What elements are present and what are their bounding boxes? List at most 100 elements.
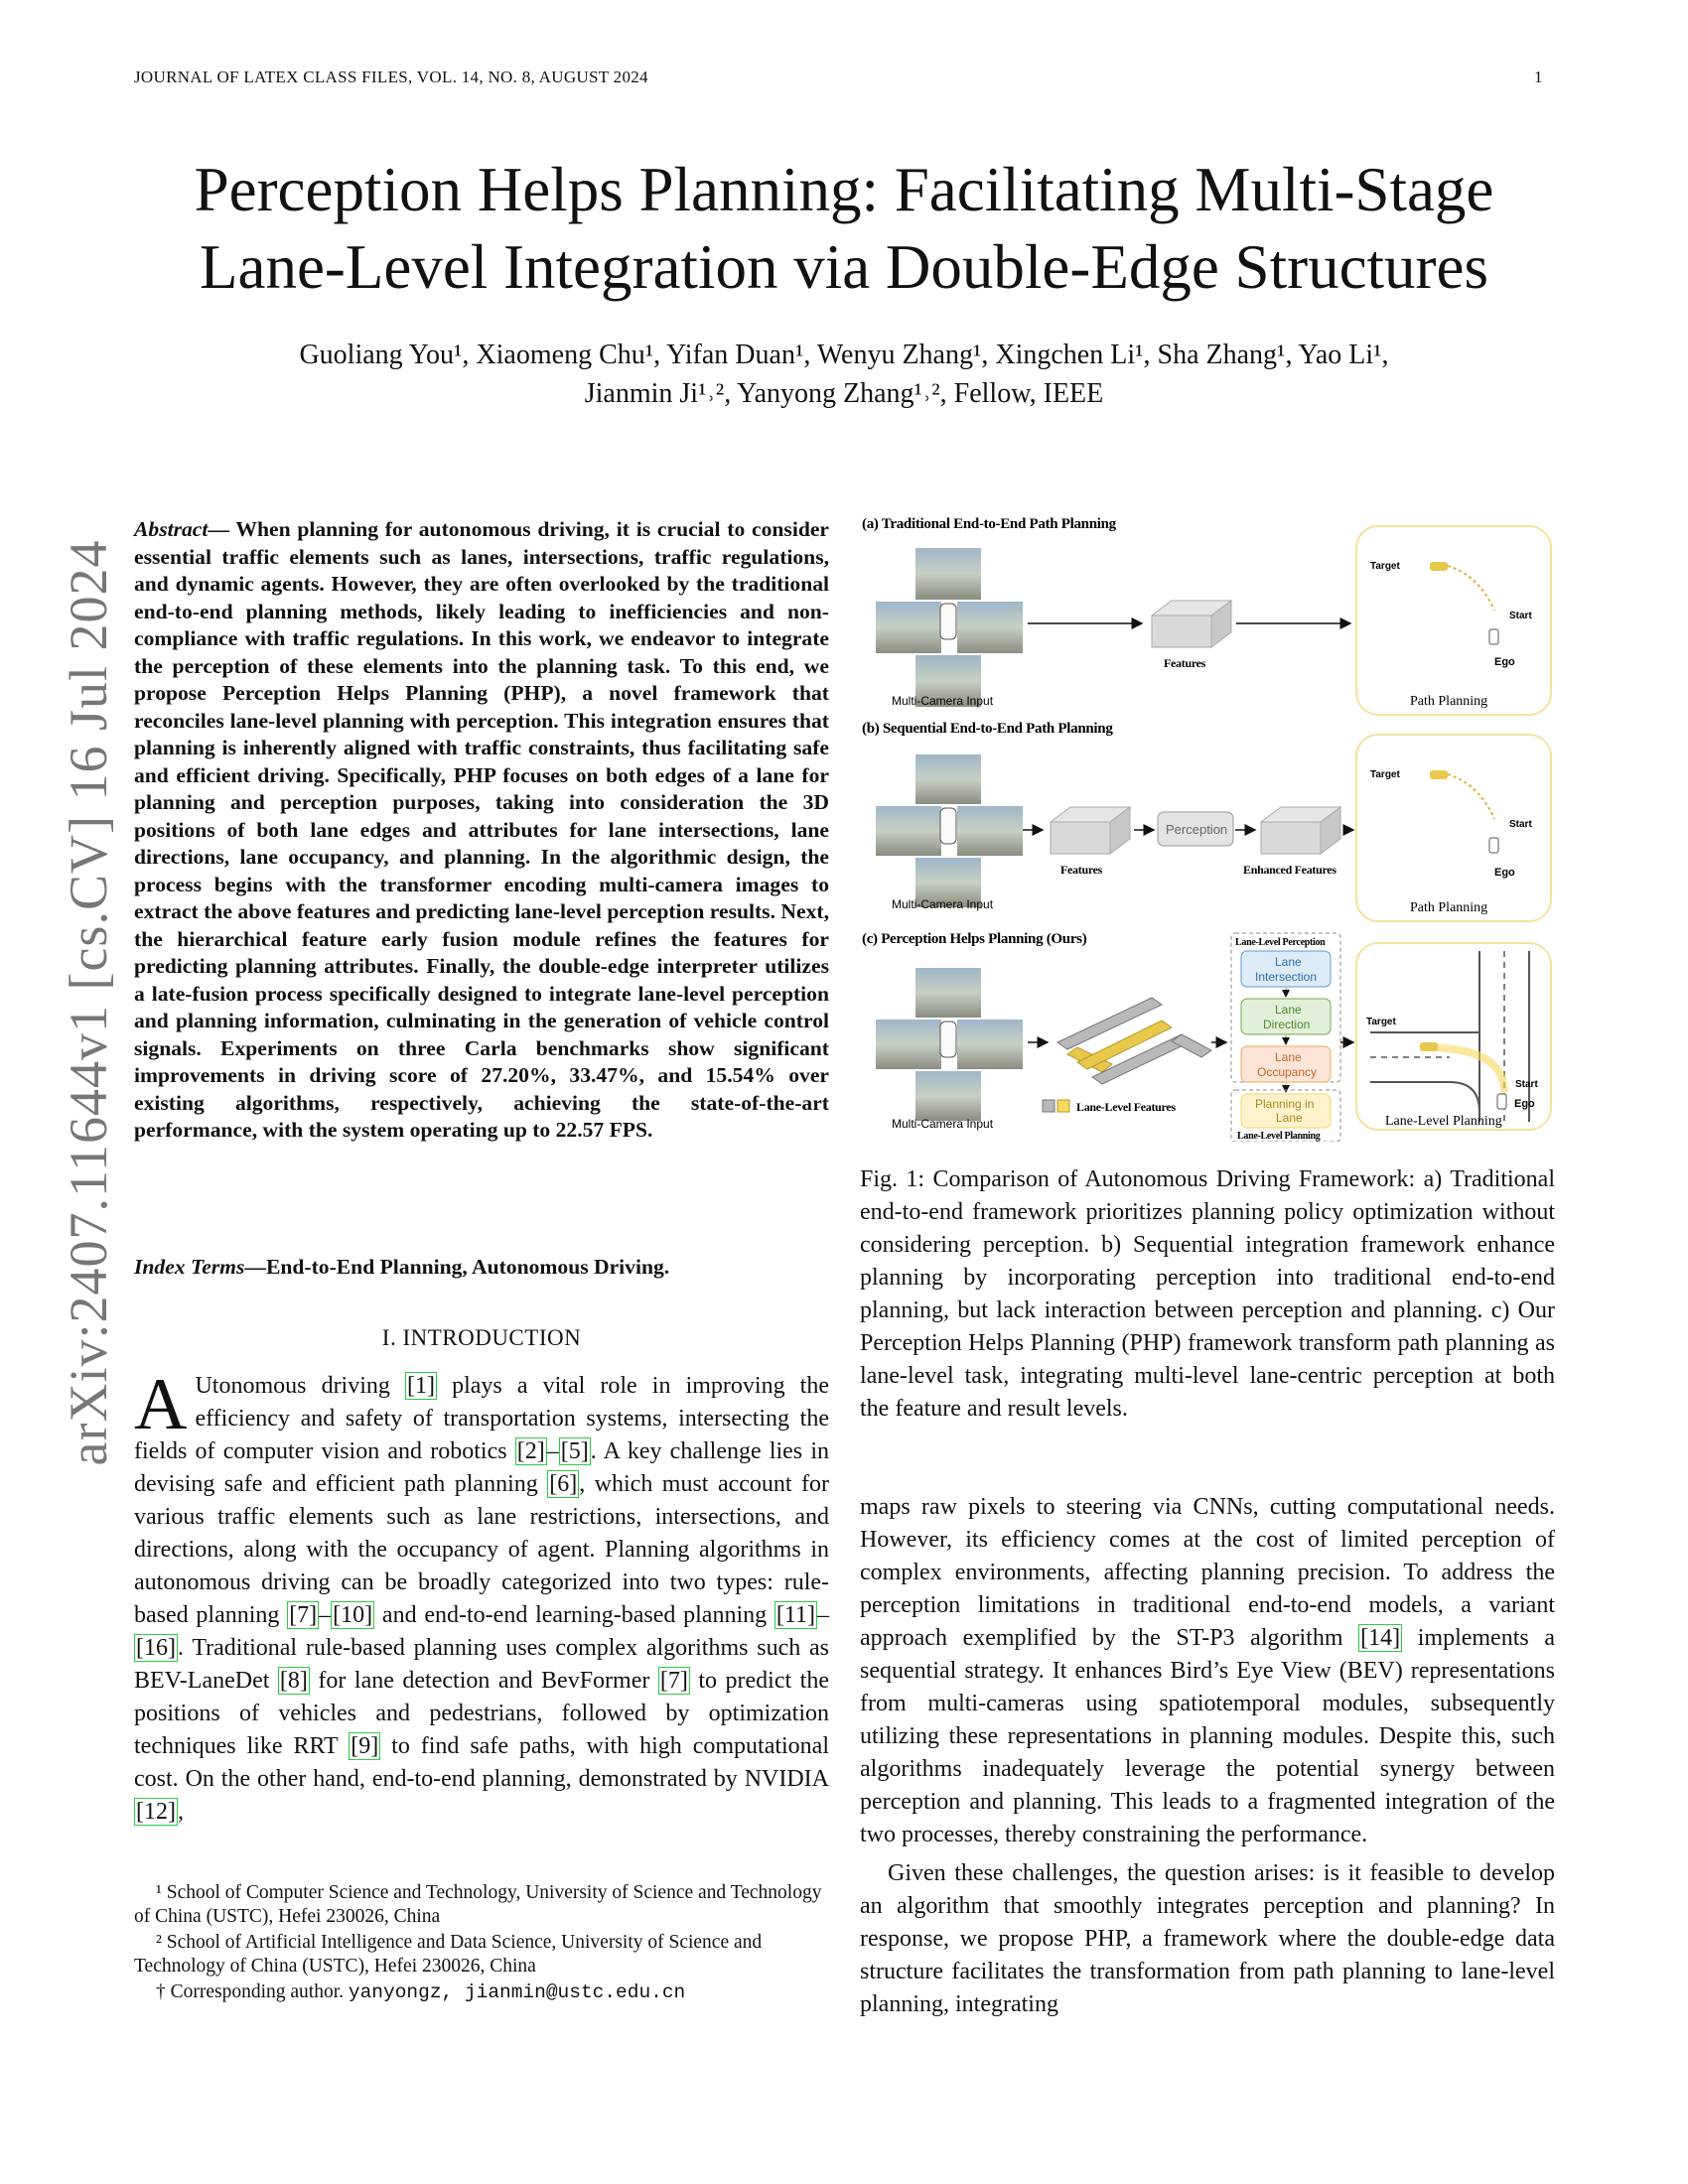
lane-level-planning-group [1230,1089,1341,1143]
citation-link[interactable]: [9] [349,1732,381,1760]
panel-a-title: (a) Traditional End-to-End Path Planning [862,516,1117,532]
multi-camera-label-c: Multi-Camera Input [892,1117,994,1131]
lane-level-feature-graphic [1056,997,1212,1085]
intro-text: – [817,1602,829,1628]
lane-level-planning-label: Lane-Level Planning [1385,1114,1502,1129]
camera-cross-c [876,968,1023,1121]
planning-in-lane-line1: Planning in [1255,1097,1314,1111]
right-paragraph-1: maps raw pixels to steering via CNNs, cu… [860,1491,1555,1851]
intro-text: , which must account for various traffic… [134,1471,830,1628]
citation-link[interactable]: [16] [134,1634,178,1662]
authors-line-1: Guoliang You¹, Xiaomeng Chu¹, Yifan Duan… [299,340,1389,370]
citation-link[interactable]: [12] [134,1798,178,1826]
planning-in-lane-box [1240,1093,1332,1129]
right-paragraph-2: Given these challenges, the question ari… [860,1860,1555,2017]
footnote-2: ² School of Artificial Intelligence and … [134,1932,763,1977]
lane-direction-line2: Direction [1263,1018,1310,1031]
drop-cap: A [134,1364,188,1445]
intro-text: for lane detection and BevFormer [309,1668,658,1694]
lane-level-features-label: Lane-Level Features [1076,1100,1176,1114]
citation-link[interactable]: [2] [514,1437,547,1465]
lane-occupancy-line2: Occupancy [1257,1065,1317,1079]
footnote-3: † Corresponding author. yanyongz, jianmi… [134,1980,829,2004]
feature-cube-b [1049,806,1132,855]
index-terms: Index Terms—End-to-End Planning, Autonom… [134,1253,829,1281]
citation-link[interactable]: [10] [331,1601,375,1629]
intro-text: – [319,1602,332,1628]
index-terms-lead: Index Terms [134,1255,245,1279]
right-text: maps raw pixels to steering via CNNs, cu… [860,1494,1555,1651]
feature-cube-a [1150,600,1233,648]
intro-text: . A key challenge lies in devising safe … [134,1438,830,1497]
lane-level-perception-title: Lane-Level Perception [1235,937,1326,948]
path-planning-panel-b [1355,734,1552,922]
arxiv-watermark: arXiv:2407.11644v1 [cs.CV] 16 Jul 2024 [59,539,118,1466]
intro-text: . Traditional rule-based planning uses c… [134,1635,829,1694]
planning-in-lane-line2: Lane [1276,1111,1303,1125]
abstract: Abstract— When planning for autonomous d… [134,516,829,1145]
target-label-a: Target [1370,561,1400,572]
figure-caption: Fig. 1: Comparison of Autonomous Driving… [860,1166,1555,1422]
intro-text: Utonomous driving [195,1373,406,1399]
right-column-text: maps raw pixels to steering via CNNs, cu… [860,1491,1555,2027]
right-text: implements a sequential strategy. It enh… [860,1625,1555,1847]
perception-box [1157,811,1234,847]
target-label-b: Target [1370,769,1400,780]
paper-title: Perception Helps Planning: Facilitating … [89,151,1599,306]
lane-intersection-line1: Lane [1275,955,1302,969]
panel-c-title: (c) Perception Helps Planning (Ours) [862,931,1087,947]
abstract-text: — When planning for autonomous driving, … [134,517,829,1142]
citation-link[interactable]: [11] [774,1601,817,1629]
citation-link[interactable]: [8] [277,1667,310,1695]
index-terms-text: —End-to-End Planning, Autonomous Driving… [244,1255,670,1279]
figure-1-diagram: (a) Traditional End-to-End Path Planning… [862,516,1552,1143]
ego-label-a: Ego [1494,656,1515,668]
abstract-lead: Abstract [134,517,209,541]
footnote-1: ¹ School of Computer Science and Technol… [134,1882,822,1927]
lane-occupancy-box [1240,1045,1332,1083]
features-label-b: Features [1060,863,1103,877]
ego-label-b: Ego [1494,867,1515,879]
corresponding-email[interactable]: yanyongz, jianmin@ustc.edu.cn [348,1981,686,2003]
footnotes: ¹ School of Computer Science and Technol… [134,1881,829,2006]
features-label-a: Features [1164,656,1206,670]
lane-intersection-box [1240,950,1332,988]
lane-direction-box [1240,998,1332,1035]
intro-text: plays a vital role in improving the effi… [134,1373,830,1464]
intro-text: – [546,1438,559,1464]
path-planning-label-a: Path Planning [1410,694,1487,709]
section-heading: I. INTRODUCTION [381,1325,582,1350]
start-label-a: Start [1509,611,1532,621]
citation-link[interactable]: [5] [558,1437,591,1465]
lane-level-perception-group [1230,932,1341,1083]
enhanced-feature-cube [1259,806,1342,855]
title-line-1: Perception Helps Planning: Facilitating … [194,155,1494,224]
start-label-b: Start [1509,819,1532,830]
intro-text: to predict the positions of vehicles and… [134,1668,829,1759]
citation-link[interactable]: [6] [547,1470,580,1498]
intro-text: and end-to-end learning-based planning [374,1602,774,1628]
author-list: Guoliang You¹, Xiaomeng Chu¹, Yifan Duan… [149,336,1539,413]
citation-link[interactable]: [14] [1358,1624,1403,1652]
citation-link[interactable]: [7] [657,1667,690,1695]
running-header: JOURNAL OF LATEX CLASS FILES, VOL. 14, N… [134,68,648,86]
multi-camera-label-a: Multi-Camera Input [892,694,994,708]
intro-text: to find safe paths, with high computatio… [134,1733,830,1792]
page-number: 1 [1534,68,1543,86]
start-label-c: Start [1515,1079,1538,1090]
multi-camera-label-b: Multi-Camera Input [892,897,994,911]
lane-level-planning-title: Lane-Level Planning [1237,1131,1321,1142]
title-line-2: Lane-Level Integration via Double-Edge S… [200,232,1488,302]
perception-label: Perception [1166,822,1227,837]
citation-link[interactable]: [7] [287,1601,320,1629]
enhanced-features-label: Enhanced Features [1243,863,1336,877]
citation-link[interactable]: [1] [405,1372,437,1400]
lane-occupancy-line1: Lane [1275,1050,1302,1064]
figure-1: (a) Traditional End-to-End Path Planning… [854,506,1559,1143]
intro-paragraph: A Utonomous driving [1] plays a vital rol… [134,1364,830,1829]
path-planning-label-b: Path Planning [1410,900,1487,915]
panel-b-title: (b) Sequential End-to-End Path Planning [862,721,1113,737]
lane-direction-line1: Lane [1275,1003,1302,1017]
target-label-c: Target [1366,1017,1396,1027]
intro-text: , [177,1799,184,1825]
